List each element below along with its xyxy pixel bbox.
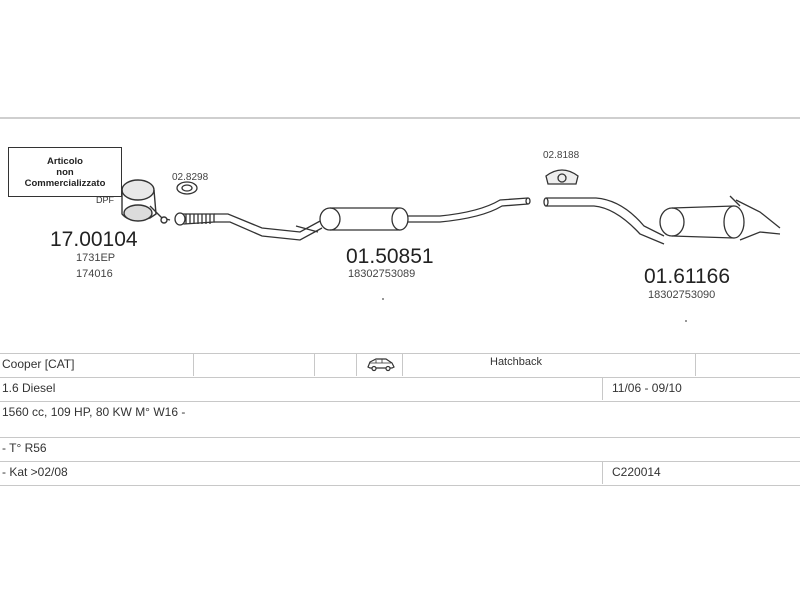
mark-dot xyxy=(382,298,384,300)
notice-line-1: Articolo xyxy=(47,155,83,167)
production-period: 11/06 - 09/10 xyxy=(612,381,682,395)
top-divider xyxy=(0,117,800,119)
rear-silencer-ref: 18302753090 xyxy=(648,289,716,301)
middle-silencer-drawing xyxy=(214,197,531,241)
chassis-code: - T° R56 xyxy=(2,441,47,455)
table-row: - Kat >02/08 C220014 xyxy=(0,461,800,484)
mount-part-code[interactable]: 02.8188 xyxy=(543,150,580,161)
notice-line-3: Commercializzato xyxy=(24,177,106,189)
exhaust-diagram xyxy=(121,169,781,245)
table-row: 1560 cc, 109 HP, 80 KW M° W16 - xyxy=(0,401,800,424)
mark-dot xyxy=(685,320,687,322)
table-row: Cooper [CAT] Hatchback xyxy=(0,353,800,376)
mid-silencer-ref: 18302753089 xyxy=(348,268,416,280)
catalytic-converter-drawing xyxy=(121,179,171,224)
model-name: Cooper [CAT] xyxy=(2,357,75,371)
gasket-part-code[interactable]: 02.8298 xyxy=(172,172,209,183)
car-icon xyxy=(366,356,396,375)
cat-ref-1: 1731EP xyxy=(76,252,116,264)
reference-code: C220014 xyxy=(612,465,661,479)
rubber-mount-drawing xyxy=(545,169,579,185)
body-type: Hatchback xyxy=(490,356,542,368)
flex-pipe-drawing xyxy=(174,212,215,226)
rear-silencer-part-code[interactable]: 01.61166 xyxy=(644,265,731,288)
cat-ref-2: 174016 xyxy=(76,268,113,280)
notice-line-2: non xyxy=(56,166,74,178)
table-row: 1.6 Diesel 11/06 - 09/10 xyxy=(0,377,800,400)
engine-type: 1.6 Diesel xyxy=(2,381,56,395)
cat-part-code[interactable]: 17.00104 xyxy=(50,228,138,251)
dpf-label: DPF xyxy=(96,195,114,205)
catalyst-note: - Kat >02/08 xyxy=(2,465,68,479)
table-row: - T° R56 xyxy=(0,437,800,460)
gasket-ring-drawing xyxy=(176,181,198,195)
table-bottom-border xyxy=(0,485,800,486)
rear-silencer-drawing xyxy=(543,195,781,245)
not-sold-notice: Articolo non Commercializzato xyxy=(8,147,122,197)
engine-specs: 1560 cc, 109 HP, 80 KW M° W16 - xyxy=(2,405,186,419)
mid-silencer-part-code[interactable]: 01.50851 xyxy=(346,245,434,268)
